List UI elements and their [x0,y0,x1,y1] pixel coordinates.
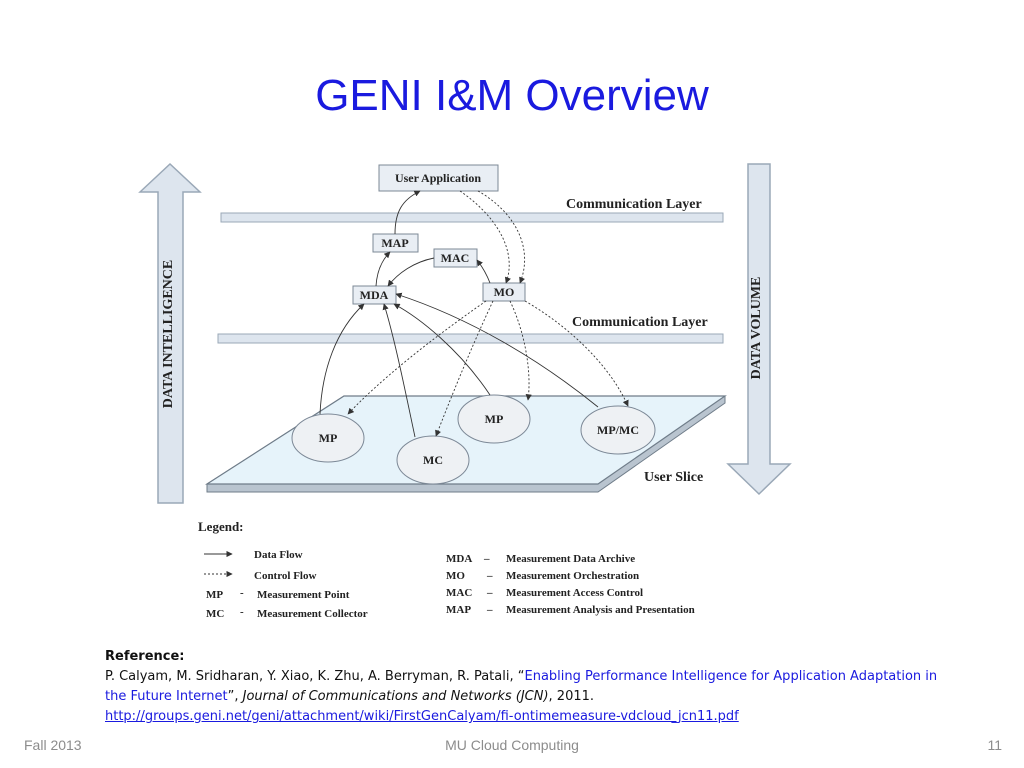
reference-year: , 2011. [548,689,595,704]
flow-mpmc-to-mda [395,292,599,408]
legend-mc-abbr: MC [206,608,224,620]
reference-journal: Journal of Communications and Networks (… [242,689,549,704]
legend-def-dash: – [486,604,493,616]
flow-userapp-to-mo [459,190,511,284]
mc-label: MC [423,453,443,467]
legend-def-dash: – [486,587,493,599]
map-box [372,233,419,253]
legend-control-flow-label: Control Flow [254,570,316,582]
reference-authors: P. Calyam, M. Sridharan, Y. Xiao, K. Zhu… [105,669,525,684]
mp-left-node [291,413,365,463]
legend-mp-abbr: MP [206,589,223,601]
legend-def-full: Measurement Analysis and Presentation [506,604,695,616]
reference-url-link[interactable]: http://groups.geni.net/geni/attachment/w… [105,709,739,724]
reference-citation: P. Calyam, M. Sridharan, Y. Xiao, K. Zhu… [105,667,945,707]
mpmc-label: MP/MC [597,423,639,437]
mc-node [396,435,470,485]
mpmc-node [580,405,656,455]
legend-data-flow-label: Data Flow [254,549,303,561]
flow-mp-left-to-mda [319,303,365,415]
flow-mo-to-mp-center [509,300,532,401]
data-volume-label: DATA VOLUME [749,277,764,380]
mo-box [482,282,526,302]
legend-def-dash: – [486,570,493,582]
data-intelligence-arrow: DATA INTELLIGENCE [138,162,202,504]
map-label: MAP [381,236,408,250]
legend: Legend: Data Flow Control Flow MP - Meas… [198,519,695,620]
mp-center-node [457,394,531,444]
reference-after-title: ”, [227,689,243,704]
legend-mp-dash: - [240,587,244,599]
legend-def-dash: – [483,553,490,565]
flow-userapp-to-mo-2 [477,190,526,284]
flow-mp-center-to-mda [393,303,491,396]
flow-mda-to-map [375,251,391,287]
footer-page-number: 11 [987,737,1002,753]
flow-arrows [319,190,629,438]
communication-layer-top-label: Communication Layer [566,197,702,212]
communication-layer-bottom-label: Communication Layer [572,315,708,330]
legend-def-full: Measurement Access Control [506,587,643,599]
flow-mo-to-mpmc [524,300,629,407]
footer-left: Fall 2013 [24,737,82,753]
flow-mac-to-mda [387,257,435,287]
reference-block: Reference: P. Calyam, M. Sridharan, Y. X… [105,647,945,727]
legend-def-abbr: MAC [446,587,472,599]
legend-mp-definition: Measurement Point [257,589,350,601]
legend-def-abbr: MDA [446,553,472,565]
mac-label: MAC [441,251,470,265]
mp-center-label: MP [485,412,504,426]
slide-title: GENI I&M Overview [315,71,709,120]
flow-map-to-userapp [394,190,421,235]
legend-def-abbr: MO [446,570,465,582]
legend-mc-dash: - [240,606,244,618]
legend-def-abbr: MAP [446,604,471,616]
legend-title: Legend: [198,519,244,534]
data-volume-arrow: DATA VOLUME [726,163,792,496]
flow-mo-to-mc [435,300,494,437]
mda-label: MDA [360,288,389,302]
communication-layer-bottom-bar [217,333,724,344]
reference-heading: Reference: [105,649,185,664]
flow-mo-to-mac [476,259,491,284]
flow-mo-to-mp-left [347,300,487,415]
mp-left-label: MP [319,431,338,445]
user-application-box [378,164,499,192]
user-slice-label: User Slice [644,470,703,485]
legend-mc-definition: Measurement Collector [257,608,368,620]
communication-layer-top-bar [220,212,724,223]
reference-paper-title: Enabling Performance Intelligence for Ap… [105,669,938,704]
mo-label: MO [494,285,515,299]
legend-def-full: Measurement Orchestration [506,570,639,582]
legend-def-full: Measurement Data Archive [506,553,635,565]
footer-center: MU Cloud Computing [445,737,579,753]
user-application-label: User Application [395,171,481,185]
data-intelligence-label: DATA INTELLIGENCE [161,260,176,408]
